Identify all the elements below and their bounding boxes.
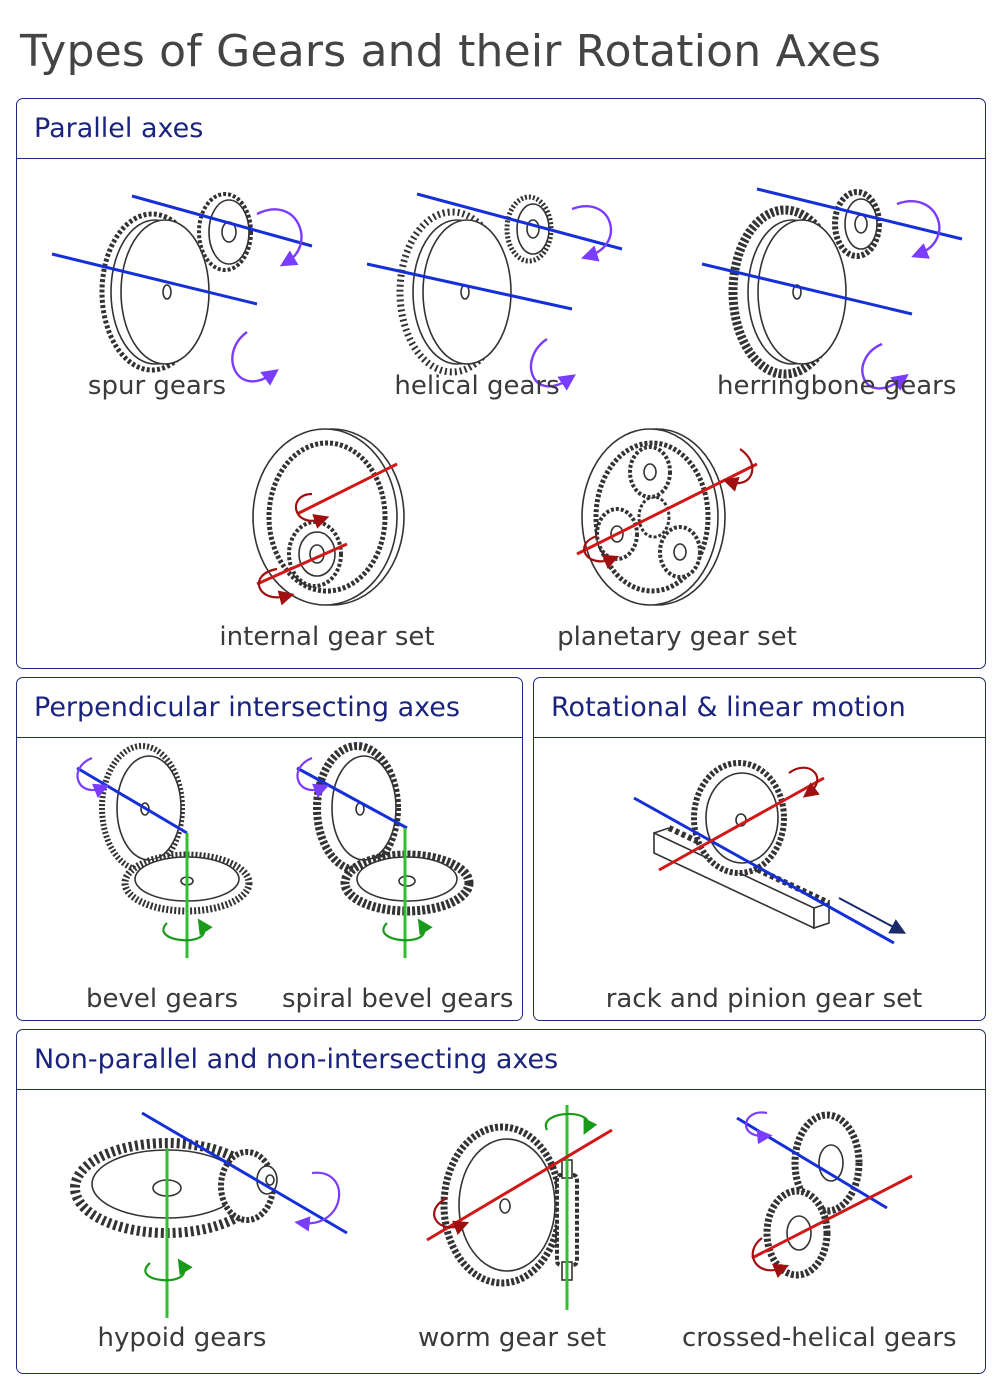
hypoid-gears-illustration (70, 1111, 348, 1318)
panel-header: Perpendicular intersecting axes (17, 678, 522, 738)
bevel-gears-illustration (76, 743, 253, 958)
label-internal-gear-set: internal gear set (219, 622, 435, 652)
helical-gears-illustration (366, 192, 623, 391)
label-planetary-gear-set: planetary gear set (557, 622, 797, 652)
panel-header: Rotational & linear motion (534, 678, 985, 738)
label-herringbone-gears: herringbone gears (717, 371, 957, 401)
label-worm-gear-set: worm gear set (417, 1323, 607, 1353)
panel-title: Parallel axes (34, 113, 204, 144)
label-spiral-bevel-gears: spiral bevel gears (282, 984, 514, 1014)
label-crossed-helical-gears: crossed-helical gears (682, 1323, 957, 1353)
label-hypoid-gears: hypoid gears (97, 1323, 267, 1353)
label-helical-gears: helical gears (394, 371, 560, 401)
worm-gear-set-illustration (426, 1105, 613, 1310)
panel-title: Perpendicular intersecting axes (34, 692, 460, 723)
panel-perpendicular-axes: Perpendicular intersecting axes bevel ge… (16, 677, 523, 1021)
panel-header: Non-parallel and non-intersecting axes (17, 1030, 985, 1090)
label-rack-and-pinion: rack and pinion gear set (605, 984, 923, 1014)
spiral-bevel-gears-illustration (296, 742, 474, 958)
panel-title: Non-parallel and non-intersecting axes (34, 1044, 559, 1075)
rack-and-pinion-illustration (633, 760, 907, 945)
spur-gears-illustration (51, 192, 313, 386)
label-spur-gears: spur gears (87, 371, 227, 401)
panel-nonparallel-axes: Non-parallel and non-intersecting axes h… (16, 1029, 986, 1374)
panel-title: Rotational & linear motion (551, 692, 906, 723)
panel-rotational-linear: Rotational & linear motion rack and pini… (533, 677, 986, 1021)
herringbone-gears-illustration (701, 187, 963, 391)
crossed-helical-gears-illustration (736, 1111, 913, 1279)
planetary-gear-set-illustration (576, 428, 758, 606)
label-bevel-gears: bevel gears (85, 984, 239, 1014)
panel-parallel-axes: Parallel axes spur gears (16, 98, 986, 669)
internal-gear-set-illustration (252, 428, 405, 606)
panel-header: Parallel axes (17, 99, 985, 159)
page-title: Types of Gears and their Rotation Axes (20, 26, 882, 77)
